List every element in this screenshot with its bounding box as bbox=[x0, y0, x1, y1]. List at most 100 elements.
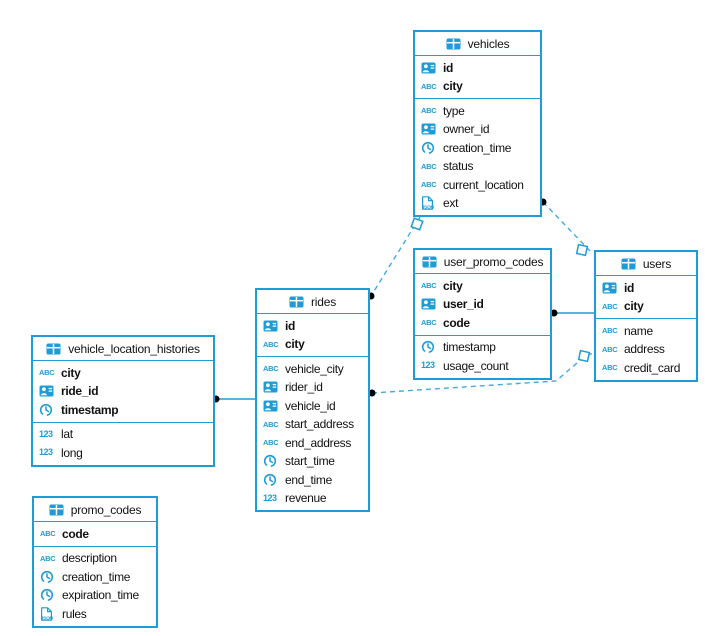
string-type-icon: ABC bbox=[602, 344, 618, 354]
clock-icon-glyph bbox=[421, 141, 435, 154]
field-row[interactable]: ABC name bbox=[596, 322, 696, 341]
table-icon-glyph bbox=[422, 256, 437, 267]
field-name: ride_id bbox=[61, 384, 99, 399]
table-title: rides bbox=[310, 294, 336, 309]
field-row[interactable]: id bbox=[257, 317, 368, 336]
uuid-icon-glyph bbox=[39, 385, 54, 397]
field-name: status bbox=[443, 159, 474, 174]
field-name: revenue bbox=[285, 491, 327, 506]
string-type-icon: ABC bbox=[39, 368, 55, 377]
field-row[interactable]: JSON ext bbox=[415, 194, 540, 213]
string-type-icon: ABC bbox=[421, 81, 437, 91]
clock-type-icon bbox=[40, 570, 57, 584]
clock-type-icon bbox=[263, 454, 280, 468]
field-row[interactable]: ABC code bbox=[34, 525, 156, 544]
pk-end-marker bbox=[575, 243, 589, 257]
field-row[interactable]: creation_time bbox=[415, 139, 540, 158]
field-row[interactable]: ABC status bbox=[415, 157, 540, 176]
field-name: code bbox=[62, 526, 89, 541]
uuid-icon-glyph bbox=[421, 298, 436, 310]
field-row[interactable]: 123 long bbox=[33, 444, 213, 463]
table-title: promo_codes bbox=[70, 502, 142, 517]
clock-type-icon bbox=[39, 403, 56, 417]
table-title: user_promo_codes bbox=[443, 254, 544, 269]
field-row[interactable]: ABC type bbox=[415, 102, 540, 121]
field-name: expiration_time bbox=[62, 588, 139, 603]
table-header[interactable]: rides bbox=[257, 290, 368, 314]
field-name: long bbox=[61, 445, 83, 460]
field-name: timestamp bbox=[61, 402, 119, 417]
field-name: name bbox=[624, 323, 653, 338]
primary-key-section: ABC city user_id ABC code bbox=[415, 274, 550, 335]
field-row[interactable]: ABC description bbox=[34, 549, 156, 568]
field-row[interactable]: owner_id bbox=[415, 120, 540, 139]
field-row[interactable]: timestamp bbox=[415, 338, 550, 357]
json-type-icon: JSON bbox=[421, 196, 438, 210]
field-row[interactable]: ABC current_location bbox=[415, 176, 540, 195]
field-row[interactable]: expiration_time bbox=[34, 586, 156, 605]
table-icon bbox=[289, 296, 306, 308]
field-row[interactable]: 123 usage_count bbox=[415, 357, 550, 376]
table-header[interactable]: vehicle_location_histories bbox=[33, 337, 213, 361]
table-header[interactable]: vehicles bbox=[415, 32, 540, 56]
field-row[interactable]: id bbox=[596, 279, 696, 298]
primary-key-section: ABC city ride_id timestamp bbox=[33, 361, 213, 422]
pk-end-marker bbox=[410, 217, 424, 231]
table-promo-codes: promo_codes ABC code ABC description cre… bbox=[32, 496, 158, 628]
field-name: rules bbox=[62, 606, 87, 621]
table-title: vehicle_location_histories bbox=[68, 341, 200, 356]
field-row[interactable]: ride_id bbox=[33, 382, 213, 401]
uuid-type-icon bbox=[421, 123, 438, 135]
field-name: city bbox=[443, 79, 463, 94]
field-row[interactable]: ABC code bbox=[415, 314, 550, 333]
clock-icon-glyph bbox=[40, 589, 54, 602]
field-row[interactable]: ABC credit_card bbox=[596, 359, 696, 378]
field-row[interactable]: ABC end_address bbox=[257, 434, 368, 453]
field-row[interactable]: user_id bbox=[415, 295, 550, 314]
clock-icon-glyph bbox=[40, 570, 54, 583]
table-header[interactable]: user_promo_codes bbox=[415, 250, 550, 274]
clock-icon-glyph bbox=[421, 341, 435, 354]
field-row[interactable]: ABC start_address bbox=[257, 415, 368, 434]
field-row[interactable]: 123 revenue bbox=[257, 489, 368, 508]
field-name: end_address bbox=[285, 435, 352, 450]
string-type-icon: ABC bbox=[263, 339, 279, 349]
field-row[interactable]: start_time bbox=[257, 452, 368, 471]
string-type-icon: ABC bbox=[263, 419, 279, 429]
uuid-type-icon bbox=[39, 385, 56, 397]
field-row[interactable]: ABC vehicle_city bbox=[257, 360, 368, 379]
table-vehicles: vehicles id ABC city ABC type bbox=[413, 30, 542, 217]
uuid-icon-glyph bbox=[421, 123, 436, 135]
string-type-icon: ABC bbox=[602, 363, 618, 372]
field-name: vehicle_id bbox=[285, 398, 336, 413]
field-row[interactable]: id bbox=[415, 59, 540, 78]
fields-section: ABC name ABC address ABC credit_card bbox=[596, 318, 696, 380]
table-icon bbox=[446, 38, 463, 50]
string-type-icon: ABC bbox=[602, 301, 618, 311]
field-row[interactable]: 123 lat bbox=[33, 425, 213, 444]
field-row[interactable]: ABC city bbox=[415, 77, 540, 96]
table-header[interactable]: users bbox=[596, 252, 696, 276]
field-row[interactable]: creation_time bbox=[34, 568, 156, 587]
field-row[interactable]: ABC city bbox=[33, 364, 213, 383]
field-name: current_location bbox=[443, 177, 524, 192]
clock-type-icon bbox=[263, 473, 280, 487]
field-name: start_time bbox=[285, 454, 335, 469]
table-header[interactable]: promo_codes bbox=[34, 498, 156, 522]
field-name: description bbox=[62, 551, 117, 566]
field-row[interactable]: ABC address bbox=[596, 340, 696, 359]
string-type-icon: ABC bbox=[421, 281, 437, 290]
field-row[interactable]: JSON rules bbox=[34, 605, 156, 624]
uuid-type-icon bbox=[263, 400, 280, 412]
field-row[interactable]: timestamp bbox=[33, 401, 213, 420]
field-row[interactable]: ABC city bbox=[596, 297, 696, 316]
uuid-type-icon bbox=[263, 320, 280, 332]
field-name: id bbox=[624, 280, 635, 295]
field-row[interactable]: ABC city bbox=[257, 335, 368, 354]
field-row[interactable]: end_time bbox=[257, 471, 368, 490]
uuid-type-icon bbox=[421, 62, 438, 74]
field-row[interactable]: vehicle_id bbox=[257, 397, 368, 416]
field-row[interactable]: ABC city bbox=[415, 277, 550, 296]
table-users: users id ABC city ABC name ABC bbox=[594, 250, 698, 382]
field-row[interactable]: rider_id bbox=[257, 378, 368, 397]
